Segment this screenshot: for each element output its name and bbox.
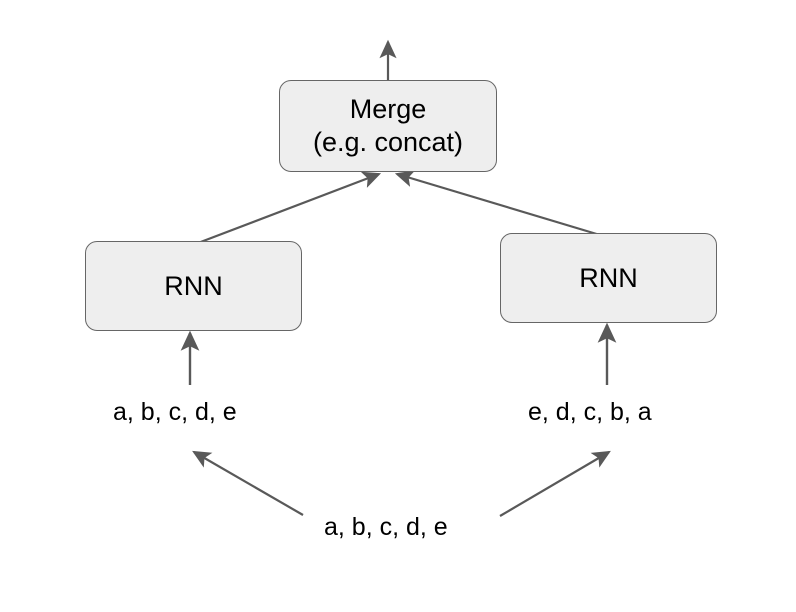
rnn-right-node-label: RNN bbox=[579, 262, 638, 293]
rnn-left-to-merge-arrow bbox=[197, 171, 382, 245]
forward-sequence-label: a, b, c, d, e bbox=[113, 398, 237, 426]
rnn-right-node[interactable]: RNN bbox=[500, 233, 717, 323]
source-to-reversed-seq-arrow bbox=[499, 450, 611, 517]
source-to-forward-seq-arrow bbox=[192, 450, 304, 516]
merge-node-label-line2: (e.g. concat) bbox=[312, 127, 464, 157]
rnn-left-node[interactable]: RNN bbox=[85, 241, 302, 331]
merge-node-label-line1: Merge bbox=[349, 94, 427, 125]
source-sequence-label: a, b, c, d, e bbox=[324, 513, 448, 541]
reversed-sequence-label: e, d, c, b, a bbox=[528, 398, 652, 426]
rnn-left-node-label: RNN bbox=[164, 270, 223, 301]
rnn-right-to-merge-arrow bbox=[394, 170, 601, 237]
merge-node[interactable]: Merge (e.g. concat) bbox=[279, 80, 497, 172]
